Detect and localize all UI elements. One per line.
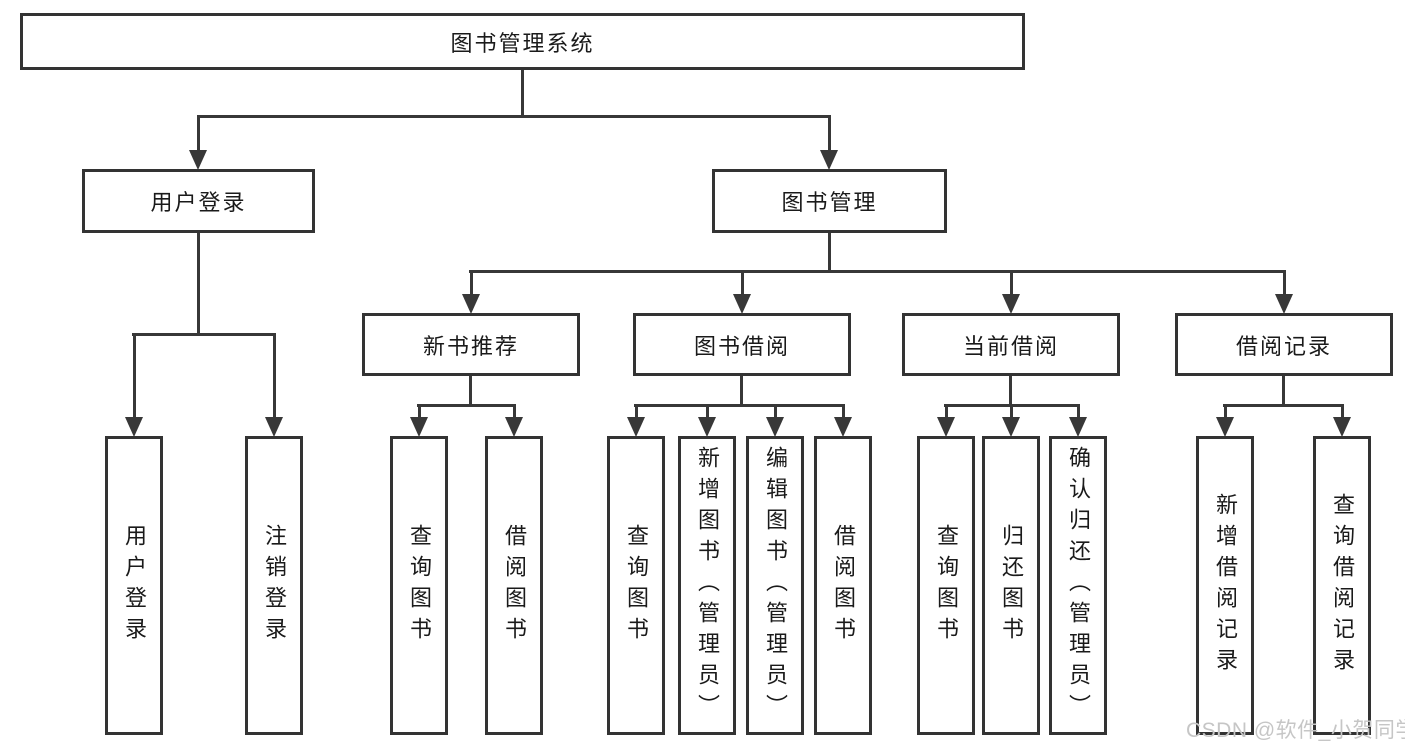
leaf-user-login: 用户登录 [105, 436, 163, 735]
arrow-to-leaf-user-login-icon [125, 333, 143, 437]
arrow-to-user-login-icon [189, 115, 207, 170]
leaf-borrow-books-recommend: 借阅图书 [485, 436, 543, 735]
arrow-to-leaf-edit-book-icon [766, 404, 784, 437]
connector-borrow-records-rail [1223, 404, 1344, 407]
connector-borrow-records-down [1282, 375, 1285, 407]
arrow-to-leaf-query-books-borrow-icon [627, 404, 645, 437]
connector-root-down [521, 69, 524, 118]
arrow-to-leaf-query-books-current-icon [937, 404, 955, 437]
connector-root-rail [198, 115, 831, 118]
arrow-to-borrow-records-icon [1275, 270, 1293, 314]
arrow-to-leaf-confirm-return-icon [1069, 404, 1087, 437]
connector-book-borrow-down [740, 375, 743, 407]
connector-user-login-rail [132, 333, 276, 336]
arrow-to-new-book-icon [462, 270, 480, 314]
node-current-borrow: 当前借阅 [902, 313, 1120, 376]
arrow-to-current-borrow-icon [1002, 270, 1020, 314]
watermark: CSDN @软件_小贺同学 [1186, 719, 1405, 742]
node-new-book-recommend: 新书推荐 [362, 313, 580, 376]
leaf-add-book-admin: 新增图书（管理员） [678, 436, 736, 735]
arrow-to-leaf-add-record-icon [1216, 404, 1234, 437]
arrow-to-leaf-borrow-books-recommend-icon [505, 404, 523, 437]
connector-new-book-down [469, 375, 472, 407]
leaf-query-books-current: 查询图书 [917, 436, 975, 735]
connector-book-management-rail [469, 270, 1285, 273]
leaf-add-borrow-record: 新增借阅记录 [1196, 436, 1254, 735]
node-book-management: 图书管理 [712, 169, 947, 233]
arrow-to-leaf-query-books-recommend-icon [410, 404, 428, 437]
leaf-query-books-recommend: 查询图书 [390, 436, 448, 735]
connector-book-borrow-rail [634, 404, 845, 407]
arrow-to-book-management-icon [820, 115, 838, 170]
leaf-edit-book-admin: 编辑图书（管理员） [746, 436, 804, 735]
leaf-query-books-borrow: 查询图书 [607, 436, 665, 735]
node-user-login: 用户登录 [82, 169, 315, 233]
leaf-query-borrow-record: 查询借阅记录 [1313, 436, 1371, 735]
arrow-to-leaf-add-book-icon [698, 404, 716, 437]
arrow-to-leaf-borrow-books-icon [834, 404, 852, 437]
arrow-to-leaf-query-record-icon [1333, 404, 1351, 437]
leaf-borrow-books: 借阅图书 [814, 436, 872, 735]
arrow-to-book-borrow-icon [733, 270, 751, 314]
connector-book-management-down [828, 232, 831, 273]
leaf-confirm-return-admin: 确认归还（管理员） [1049, 436, 1107, 735]
node-root-system: 图书管理系统 [20, 13, 1025, 70]
connector-new-book-rail [417, 404, 516, 407]
arrow-to-leaf-logout-icon [265, 333, 283, 437]
node-borrow-records: 借阅记录 [1175, 313, 1393, 376]
connector-user-login-down [197, 232, 200, 336]
leaf-logout: 注销登录 [245, 436, 303, 735]
node-book-borrow: 图书借阅 [633, 313, 851, 376]
arrow-to-leaf-return-books-icon [1002, 404, 1020, 437]
leaf-return-books: 归还图书 [982, 436, 1040, 735]
connector-current-borrow-down [1009, 375, 1012, 407]
